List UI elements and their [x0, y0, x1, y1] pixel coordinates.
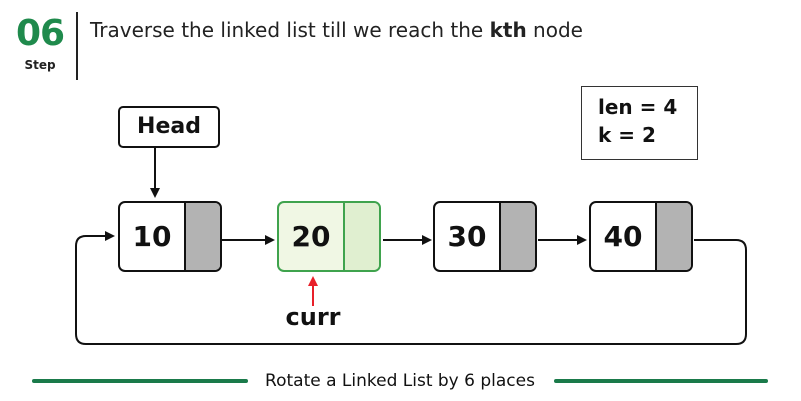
node-pointer: [343, 203, 379, 270]
info-box: len = 4 k = 2: [581, 86, 698, 160]
step-label: Step: [24, 58, 56, 72]
node-pointer: [499, 203, 535, 270]
step-description-start: Traverse the linked list till we reach t…: [90, 18, 490, 42]
node-value: 20: [291, 220, 331, 253]
node-pointer: [184, 203, 220, 270]
list-node-3: 30: [433, 201, 537, 272]
node-value: 40: [603, 220, 643, 253]
node-value: 10: [132, 220, 172, 253]
head-label: Head: [118, 106, 220, 148]
len-value: len = 4: [598, 95, 678, 119]
step-description-bold: kth: [489, 18, 527, 42]
step-divider: [76, 12, 78, 80]
step-number: 06: [15, 13, 65, 54]
list-node-4: 40: [589, 201, 693, 272]
curr-pointer-label: curr: [285, 303, 341, 331]
circular-link-arrow: [75, 231, 747, 345]
node-pointer: [655, 203, 691, 270]
step-description-end: node: [526, 18, 583, 42]
k-value: k = 2: [598, 123, 656, 147]
list-node-2: 20: [277, 201, 381, 272]
step-description: Traverse the linked list till we reach t…: [90, 17, 583, 43]
list-node-1: 10: [118, 201, 222, 272]
node-value: 30: [447, 220, 487, 253]
caption: Rotate a Linked List by 6 places: [265, 371, 535, 391]
